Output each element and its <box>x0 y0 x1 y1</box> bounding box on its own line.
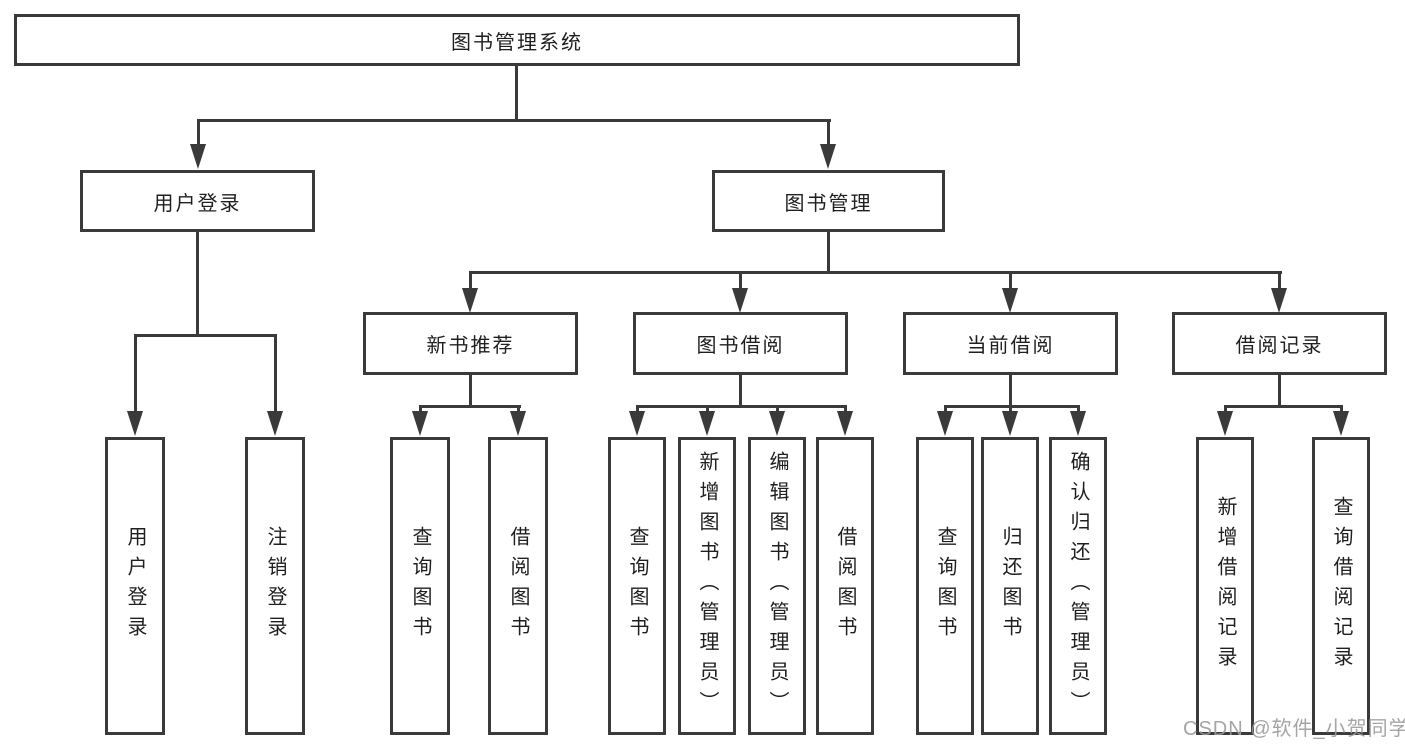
leaf-records-query: 查询借阅记录 <box>1312 437 1370 735</box>
node-borrow-label: 图书借阅 <box>696 335 785 357</box>
connector-current-stub <box>1009 375 1012 408</box>
leaf-current-return-label: 归还图书 <box>999 526 1021 646</box>
arrow-down-icon <box>769 411 785 436</box>
leaf-current-query: 查询图书 <box>916 437 974 735</box>
csdn-watermark: CSDN @软件_小贺同学 <box>1183 718 1405 740</box>
leaf-borrow-query-label: 查询图书 <box>626 526 648 646</box>
connector-leaf-line <box>419 405 422 415</box>
arrow-down-icon <box>510 411 526 436</box>
leaf-current-confirm-admin-label: 确认归还（管理员） <box>1067 451 1089 721</box>
connector-to-records-line <box>1278 271 1281 291</box>
connector-root-hline <box>197 119 831 122</box>
node-borrow: 图书借阅 <box>633 312 848 375</box>
leaf-records-add: 新增借阅记录 <box>1196 437 1254 735</box>
connector-leaf-line <box>1009 405 1012 415</box>
arrow-down-icon <box>462 288 478 313</box>
connector-leaf-line <box>1224 405 1227 415</box>
arrow-down-icon <box>412 411 428 436</box>
leaf-borrow-query: 查询图书 <box>608 437 666 735</box>
arrow-down-icon <box>937 411 953 436</box>
connector-book-mgmt-hline <box>469 271 1282 274</box>
leaf-current-return: 归还图书 <box>981 437 1039 735</box>
connector-book-mgmt-stub <box>827 232 830 274</box>
connector-to-user-login-line <box>197 119 200 147</box>
connector-to-book-mgmt-line <box>827 119 830 147</box>
connector-leaf-line <box>1340 405 1343 415</box>
node-current-label: 当前借阅 <box>966 335 1055 357</box>
connector-root-stub <box>515 66 518 121</box>
arrow-down-icon <box>820 144 836 169</box>
connector-leaf-line <box>274 334 277 414</box>
node-current: 当前借阅 <box>903 312 1118 375</box>
connector-new-book-stub <box>469 375 472 408</box>
node-root-label: 图书管理系统 <box>451 31 583 54</box>
node-book-mgmt: 图书管理 <box>712 170 945 232</box>
connector-leaf-line <box>517 405 520 415</box>
leaf-logout: 注销登录 <box>245 437 305 735</box>
connector-leaf-line <box>636 405 639 415</box>
node-new-book: 新书推荐 <box>363 312 578 375</box>
node-root: 图书管理系统 <box>14 14 1020 66</box>
node-book-mgmt-label: 图书管理 <box>784 192 873 215</box>
arrow-down-icon <box>732 288 748 313</box>
node-user-login: 用户登录 <box>80 170 315 232</box>
connector-leaf-line <box>776 405 779 415</box>
leaf-borrow-borrow-label: 借阅图书 <box>834 526 856 646</box>
node-records: 借阅记录 <box>1172 312 1387 375</box>
connector-user-login-hline <box>134 334 277 337</box>
leaf-current-query-label: 查询图书 <box>934 526 956 646</box>
arrow-down-icon <box>629 411 645 436</box>
leaf-borrow-add-admin-label: 新增图书（管理员） <box>696 451 718 721</box>
connector-new-book-hline <box>419 405 521 408</box>
leaf-newbook-borrow-label: 借阅图书 <box>507 526 529 646</box>
arrow-down-icon <box>267 411 283 436</box>
arrow-down-icon <box>837 411 853 436</box>
leaf-borrow-edit-admin: 编辑图书（管理员） <box>748 437 806 735</box>
connector-user-login-stub <box>196 232 199 337</box>
arrow-down-icon <box>1271 288 1287 313</box>
arrow-down-icon <box>190 144 206 169</box>
connector-leaf-line <box>944 405 947 415</box>
leaf-logout-label: 注销登录 <box>264 526 286 646</box>
leaf-user-login: 用户登录 <box>105 437 165 735</box>
arrow-down-icon <box>1002 411 1018 436</box>
leaf-records-query-label: 查询借阅记录 <box>1330 496 1352 676</box>
leaf-user-login-label: 用户登录 <box>124 526 146 646</box>
connector-leaf-line <box>1077 405 1080 415</box>
connector-to-current-line <box>1009 271 1012 291</box>
leaf-newbook-query: 查询图书 <box>390 437 450 735</box>
node-new-book-label: 新书推荐 <box>426 335 515 357</box>
node-user-login-label: 用户登录 <box>153 192 242 215</box>
leaf-borrow-add-admin: 新增图书（管理员） <box>678 437 736 735</box>
leaf-borrow-edit-admin-label: 编辑图书（管理员） <box>766 451 788 721</box>
connector-leaf-line <box>706 405 709 415</box>
leaf-records-add-label: 新增借阅记录 <box>1214 496 1236 676</box>
connector-leaf-line <box>134 334 137 414</box>
arrow-down-icon <box>699 411 715 436</box>
arrow-down-icon <box>1333 411 1349 436</box>
leaf-current-confirm-admin: 确认归还（管理员） <box>1049 437 1107 735</box>
connector-borrow-hline <box>636 405 846 408</box>
leaf-borrow-borrow: 借阅图书 <box>816 437 874 735</box>
arrow-down-icon <box>1002 288 1018 313</box>
connector-borrow-stub <box>739 375 742 408</box>
connector-records-hline <box>1224 405 1342 408</box>
arrow-down-icon <box>1217 411 1233 436</box>
connector-to-borrow-line <box>739 271 742 291</box>
connector-leaf-line <box>844 405 847 415</box>
connector-to-new-book-line <box>469 271 472 291</box>
leaf-newbook-borrow: 借阅图书 <box>488 437 548 735</box>
arrow-down-icon <box>127 411 143 436</box>
node-records-label: 借阅记录 <box>1235 335 1324 357</box>
arrow-down-icon <box>1070 411 1086 436</box>
leaf-newbook-query-label: 查询图书 <box>409 526 431 646</box>
connector-records-stub <box>1278 375 1281 408</box>
